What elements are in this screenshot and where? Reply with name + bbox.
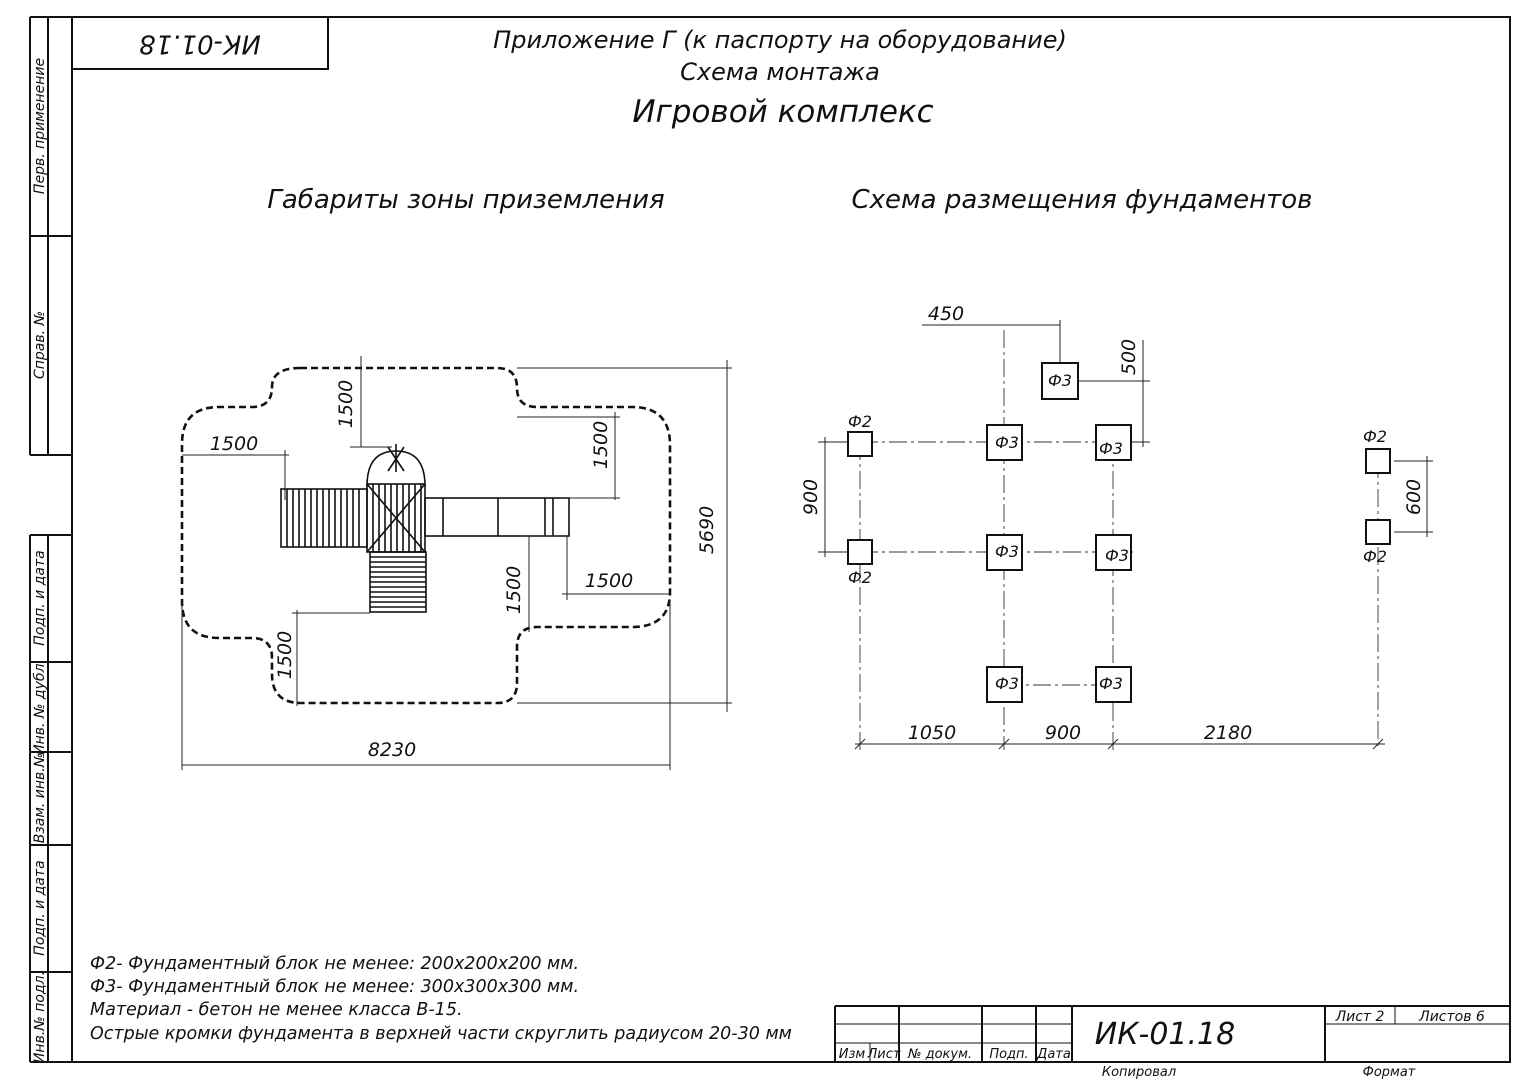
foundation-f3-r3c1	[986, 666, 1023, 703]
foundation-f3-r2c1	[986, 534, 1023, 571]
dim-bottom-left-1500: 1500	[274, 631, 296, 679]
title-block-izm: Изм	[839, 1047, 866, 1062]
dim-2180: 2180	[1204, 722, 1252, 744]
label-f3: Ф3	[995, 433, 1019, 452]
label-f3: Ф3	[1099, 439, 1123, 458]
foundation-f3-r3c2	[1095, 666, 1132, 703]
dim-500: 500	[1118, 339, 1140, 375]
label-f3: Ф3	[995, 542, 1019, 561]
title-block-sheet: Лист 2	[1335, 1009, 1385, 1025]
dim-left-1500: 1500	[210, 433, 258, 455]
title-block-no-dokum: № докум.	[907, 1047, 972, 1062]
label-inv-no-podl: Инв.№ подл.	[32, 971, 48, 1063]
label-inv-no-dubl: Инв. № дубл.	[32, 659, 48, 755]
drawing-frame	[71, 16, 1511, 1063]
page-title: Игровой комплекс	[632, 94, 933, 130]
left-ladder	[280, 488, 368, 548]
note-edges: Острые кромки фундамента в верхней части…	[90, 1024, 792, 1044]
foundation-plan-drawing: Ф3 Ф3 Ф3 Ф3 Ф3 Ф3 Ф3 Ф2 Ф2 Ф2 Ф2 450 500…	[800, 303, 1433, 750]
landing-dimensions	[181, 356, 732, 770]
right-bridge	[424, 497, 570, 537]
label-f2: Ф2	[848, 412, 872, 431]
foundation-f3-r2c2	[1095, 534, 1132, 571]
dim-total-width: 8230	[368, 739, 416, 761]
landing-zone-outline	[180, 366, 672, 705]
dim-total-height: 5690	[696, 506, 718, 554]
title-block-format: Формат	[1363, 1065, 1416, 1080]
dim-top-1500: 1500	[335, 380, 357, 428]
notes: Ф2- Фундаментный блок не менее: 200х200х…	[90, 954, 792, 1044]
label-podp-i-data-2: Подп. и дата	[32, 860, 48, 955]
dim-right-top-1500: 1500	[590, 421, 612, 469]
dim-450: 450	[928, 303, 964, 325]
label-f3: Ф3	[1048, 371, 1072, 390]
note-f2: Ф2- Фундаментный блок не менее: 200х200х…	[90, 954, 579, 974]
title-block-list: Лист	[867, 1047, 901, 1062]
foundation-f2-right-bottom	[1365, 519, 1391, 545]
label-podp-i-data-1: Подп. и дата	[32, 550, 48, 645]
header-scheme: Схема монтажа	[680, 58, 880, 86]
code-stamp-box	[71, 16, 329, 70]
foundation-f3-top	[1041, 362, 1079, 400]
dim-600: 600	[1403, 479, 1425, 515]
foundation-f2-right-top	[1365, 448, 1391, 474]
note-material: Материал - бетон не менее класса В-15.	[90, 1000, 463, 1020]
label-perv-primenenie: Перв. применение	[32, 58, 48, 194]
foundation-plan-title: Схема размещения фундаментов	[851, 185, 1312, 215]
label-f3: Ф3	[1105, 546, 1129, 565]
dim-1050: 1050	[908, 722, 956, 744]
label-vzam-inv-no: Взам. инв.№	[32, 753, 48, 844]
dim-right-bottom-h-1500: 1500	[585, 570, 633, 592]
label-f2: Ф2	[1363, 547, 1387, 566]
dim-right-bottom-v-1500: 1500	[503, 566, 525, 614]
equipment-plan	[280, 444, 570, 613]
landing-zone-drawing: 8230 5690 1500 1500 1500 1500 1500 1500	[180, 356, 732, 770]
title-block-kopiroval: Копировал	[1102, 1065, 1176, 1080]
foundation-f2-left-top	[847, 431, 873, 457]
title-block-code: ИК-01.18	[1095, 1017, 1235, 1052]
label-sprav-no: Справ. №	[32, 311, 48, 379]
title-block-data: Дата	[1036, 1047, 1071, 1062]
label-f3: Ф3	[995, 674, 1019, 693]
foundation-f3-r1c1	[986, 424, 1023, 461]
foundation-f2-left-bottom	[847, 539, 873, 565]
code-stamp: ИК-01.18	[139, 29, 261, 59]
title-block: ИК-01.18 Лист 2 Листов 6 Изм Лист № доку…	[834, 1005, 1510, 1080]
label-f2: Ф2	[1363, 427, 1387, 446]
dim-900-horizontal: 900	[1045, 722, 1081, 744]
note-f3: Ф3- Фундаментный блок не менее: 300х300х…	[90, 977, 579, 997]
foundation-f3-r1c2	[1095, 424, 1132, 461]
label-f3: Ф3	[1099, 674, 1123, 693]
landing-zone-title: Габариты зоны приземления	[267, 185, 664, 215]
dim-900-vertical: 900	[800, 479, 822, 515]
foundation-dimensions	[818, 320, 1433, 750]
title-block-sheets: Листов 6	[1418, 1009, 1485, 1025]
label-f2: Ф2	[848, 568, 872, 587]
title-block-podp: Подп.	[989, 1047, 1028, 1062]
header-appendix: Приложение Г (к паспорту на оборудование…	[493, 26, 1067, 54]
